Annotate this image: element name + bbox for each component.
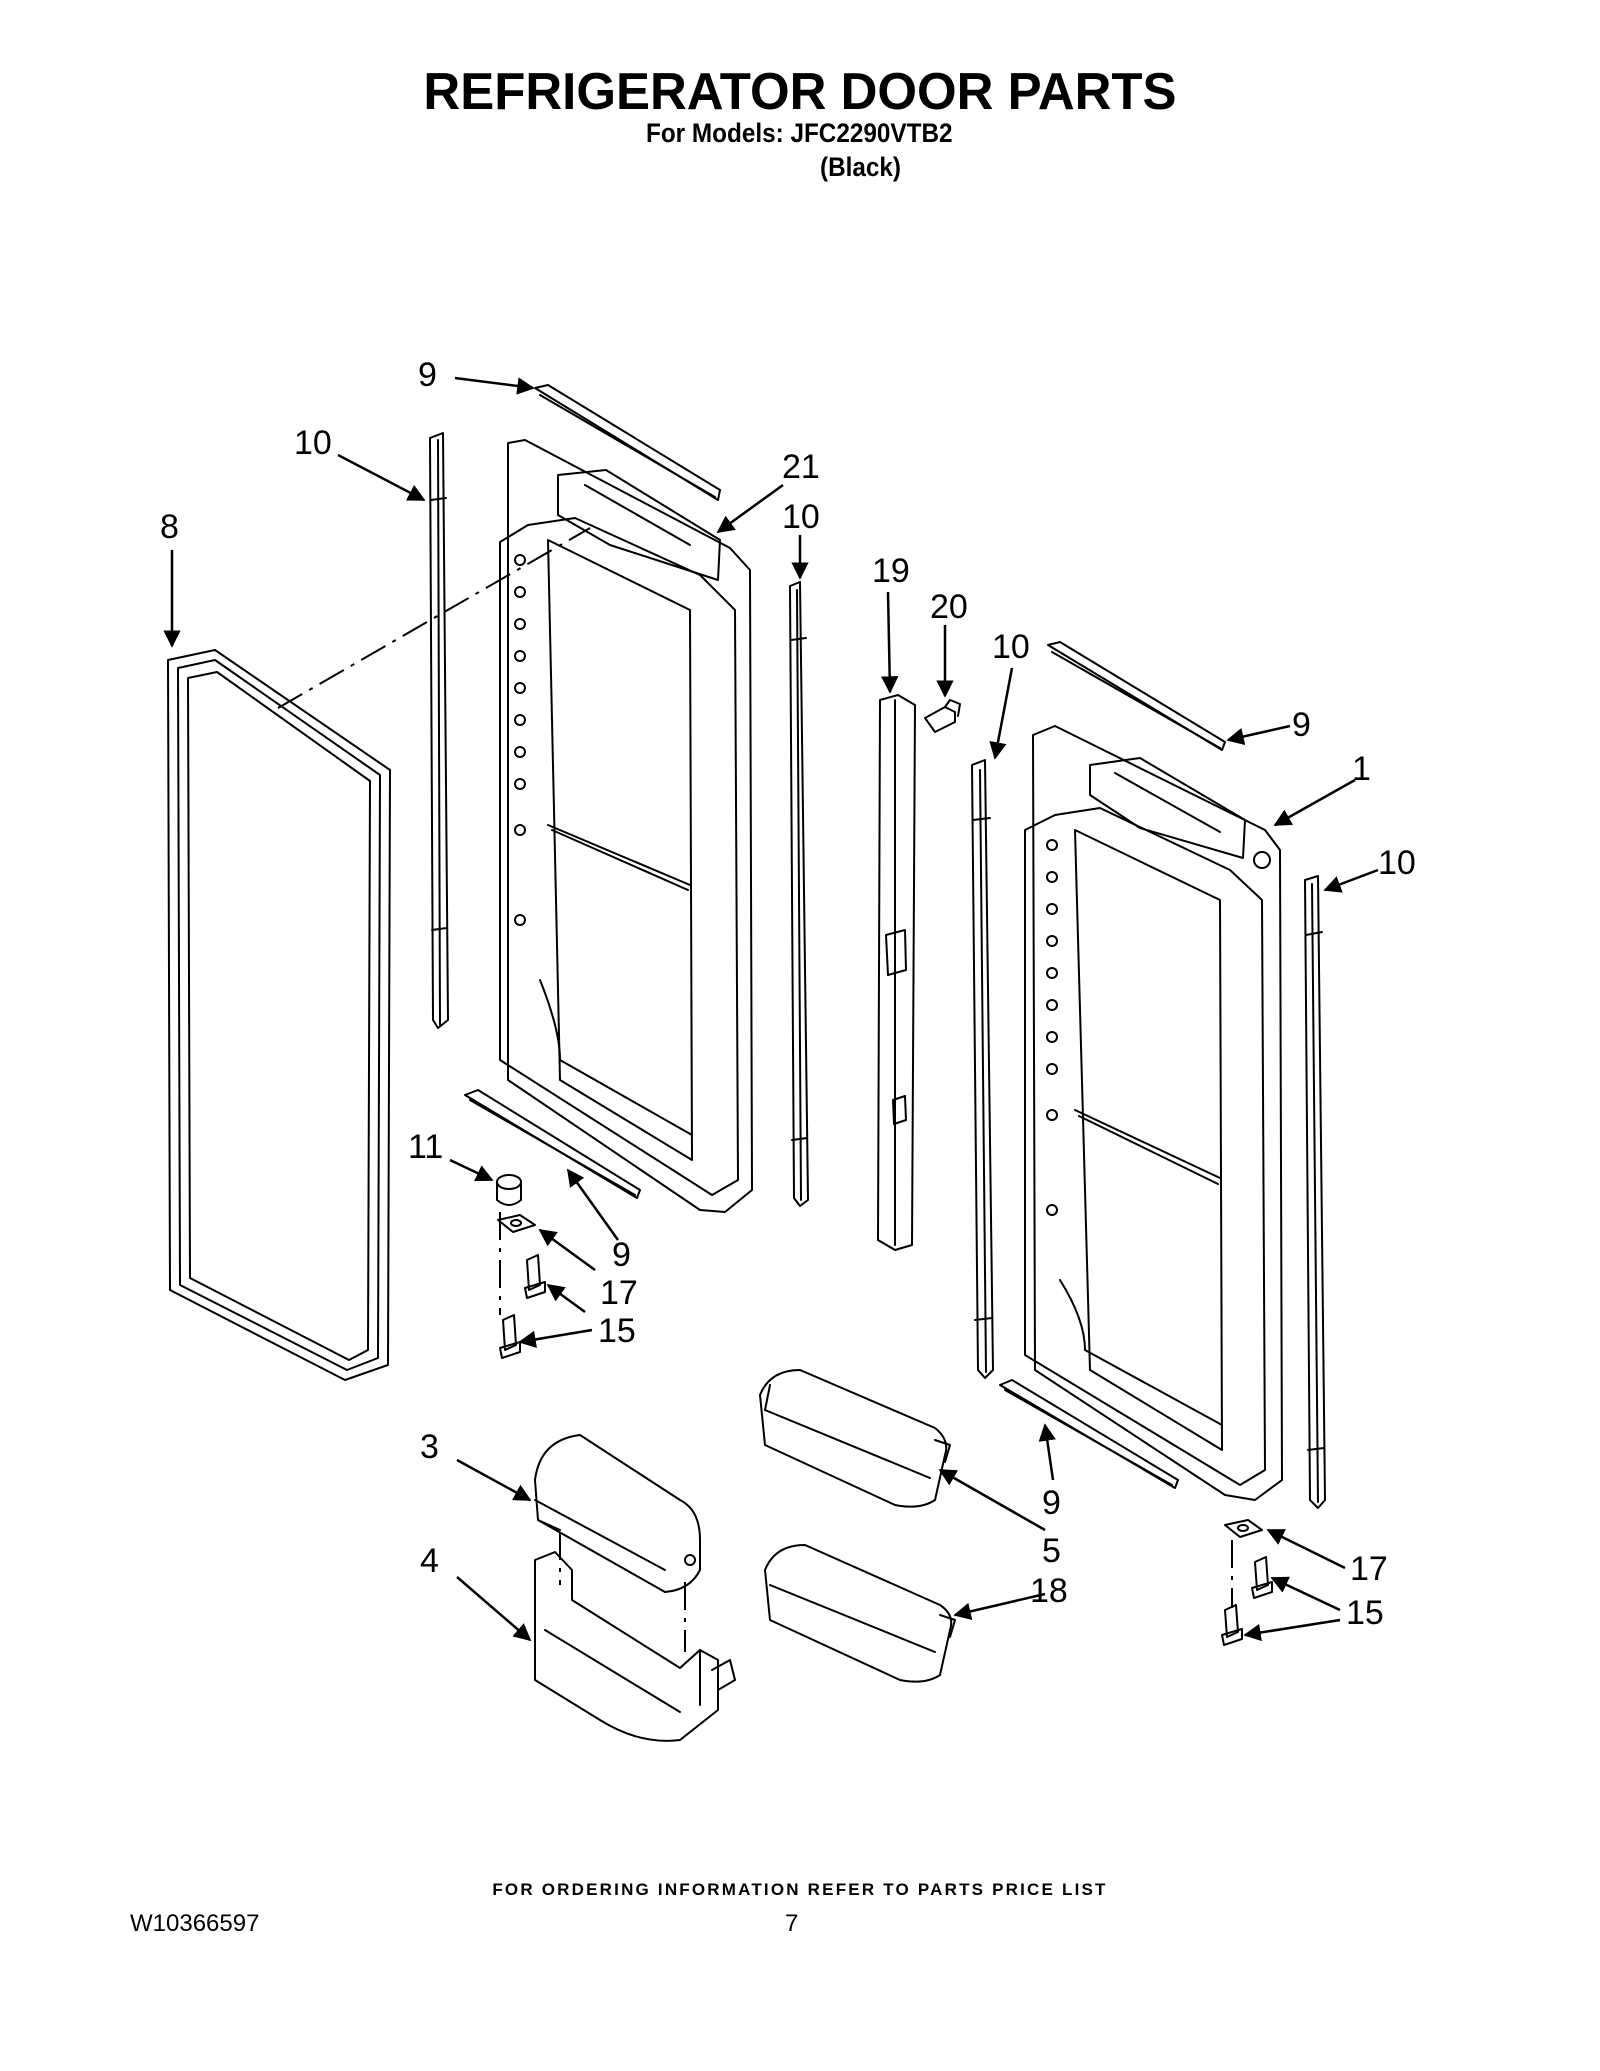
callout-9-top: 9 <box>418 356 437 394</box>
callout-18: 18 <box>1030 1572 1068 1610</box>
callout-5: 5 <box>1042 1532 1061 1570</box>
trim-top-right <box>1047 641 1226 751</box>
dairy-bin <box>534 1551 736 1742</box>
callout-17-right: 17 <box>1350 1550 1388 1588</box>
callout-3: 3 <box>420 1428 439 1466</box>
center-mullion <box>877 694 916 1251</box>
callout-10-far-right: 10 <box>1378 844 1416 882</box>
trim-top-left <box>534 384 721 501</box>
door-trim-left <box>429 432 449 1029</box>
leader-arrows <box>163 376 1379 1642</box>
callout-17-left: 17 <box>600 1274 638 1312</box>
callout-4: 4 <box>420 1542 439 1580</box>
door-bin-upper <box>759 1369 951 1508</box>
door-trim-far-right <box>1304 875 1326 1509</box>
alignment-lines <box>277 527 1233 1652</box>
page-title: REFRIGERATOR DOOR PARTS <box>423 63 1177 121</box>
model-line: For Models: JFC2290VTB2 <box>646 118 953 148</box>
callout-15-right: 15 <box>1346 1594 1384 1632</box>
left-door-shelf-dimples <box>514 554 526 926</box>
callout-15-left: 15 <box>598 1312 636 1350</box>
right-door-liner <box>1024 725 1283 1501</box>
trim-bottom-right <box>999 1379 1179 1489</box>
callout-10-right: 10 <box>992 628 1030 666</box>
callout-9-right: 9 <box>1292 706 1311 744</box>
washer-left <box>497 1214 536 1233</box>
callout-10-left: 10 <box>294 424 332 462</box>
callout-10-mid: 10 <box>782 498 820 536</box>
document-id: W10366597 <box>130 1910 260 1937</box>
screws-left <box>499 1254 546 1359</box>
callout-1: 1 <box>1352 750 1371 788</box>
washer-right <box>1224 1519 1263 1538</box>
door-gasket-part <box>167 649 391 1381</box>
dairy-door <box>534 1434 701 1593</box>
door-trim-right <box>971 759 994 1379</box>
trim-bottom-left <box>464 1089 641 1199</box>
door-trim-mid <box>789 581 809 1207</box>
callout-20: 20 <box>930 588 968 626</box>
callout-21: 21 <box>782 448 820 486</box>
callout-9-bottom: 9 <box>1042 1484 1061 1522</box>
page-number: 7 <box>785 1910 799 1937</box>
color-line: (Black) <box>820 152 902 182</box>
callout-9-low: 9 <box>612 1236 631 1274</box>
right-door-shelf-dimples <box>1046 839 1058 1216</box>
hinge-pin <box>496 1174 522 1206</box>
left-door-liner <box>499 439 753 1213</box>
callout-11: 11 <box>408 1128 443 1166</box>
callout-19: 19 <box>872 552 910 590</box>
hinge-screw <box>924 699 961 733</box>
ordering-note: FOR ORDERING INFORMATION REFER TO PARTS … <box>492 1880 1108 1899</box>
door-bin-lower <box>764 1544 956 1683</box>
callout-8: 8 <box>160 508 179 546</box>
